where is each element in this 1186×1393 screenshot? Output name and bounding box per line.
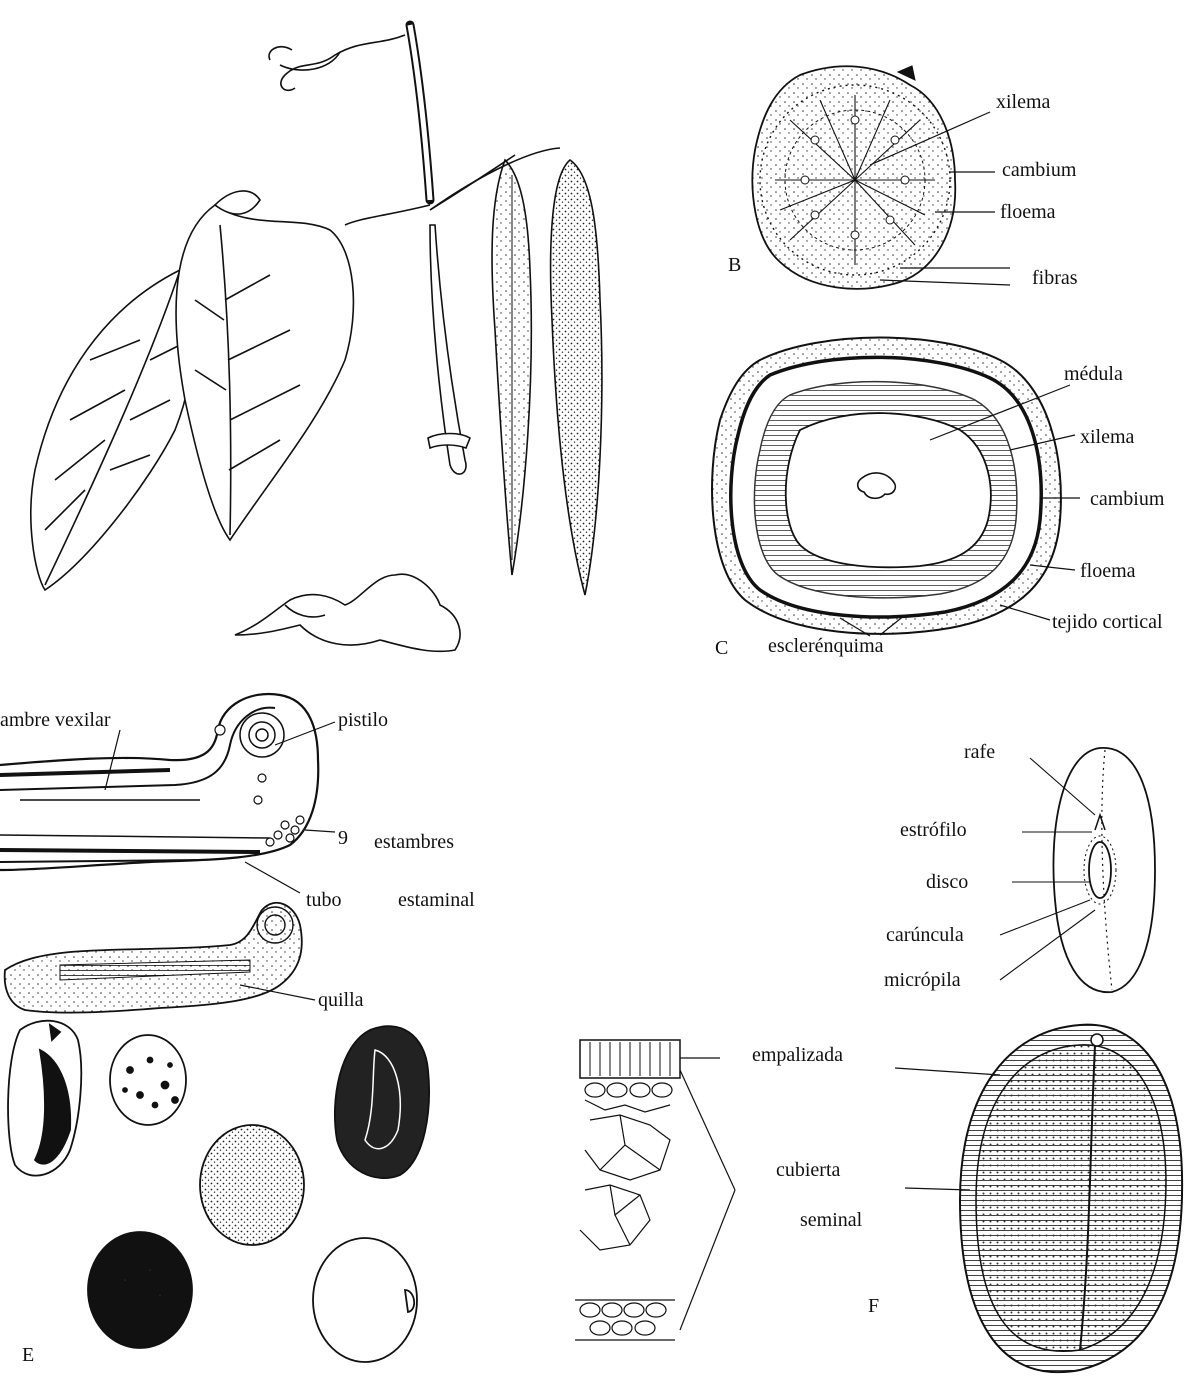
label-cambium-c: cambium [1090,489,1164,509]
keel-section [5,903,315,1013]
flower-bud [235,574,460,651]
seed-speckled [110,1035,186,1125]
seed-longitudinal-section [895,1025,1182,1372]
seed-coat-tissue [575,1040,735,1340]
label-floema-b: floema [1000,202,1056,222]
label-tejido-cortical-c: tejido cortical [1052,612,1163,632]
label-rafe: rafe [964,742,995,762]
plant-illustration [31,25,602,651]
label-tubo: tubo [306,890,342,910]
seed-stippled [200,1125,304,1245]
label-quilla: quilla [318,990,364,1010]
label-estambres-num: 9 [338,828,348,848]
seed-varieties [8,1021,429,1362]
label-medula-c: médula [1064,364,1123,384]
leaf-left [31,270,193,590]
panel-label-c: C [715,638,728,658]
label-pistilo: pistilo [338,710,388,730]
label-vexilar: ambre vexilar [0,710,111,730]
stem-section-b [752,66,1010,289]
label-esclerenquima-c: esclerénquima [768,636,884,656]
label-fibras-b: fibras [1032,268,1078,288]
label-estambres: estambres [374,832,454,852]
label-floema-c: floema [1080,561,1136,581]
label-cambium-b: cambium [1002,160,1076,180]
seed-external-view [1000,748,1155,992]
label-empalizada: empalizada [752,1045,843,1065]
pod-3 [551,160,602,595]
seed-white [313,1238,417,1362]
label-micropila: micrópila [884,970,961,990]
leaf-right [176,205,353,540]
panel-label-f: F [868,1296,879,1316]
label-disco: disco [926,872,968,892]
label-caruncula: carúncula [886,925,964,945]
panel-label-e: E [22,1345,34,1365]
label-cubierta: cubierta [776,1160,840,1180]
label-estrofilo: estrófilo [900,820,967,840]
panel-label-b: B [728,255,741,275]
label-estaminal: estaminal [398,890,475,910]
label-xilema-b: xilema [996,92,1050,112]
label-seminal: seminal [800,1210,862,1230]
stem-section-c [712,338,1080,637]
label-xilema-c: xilema [1080,427,1134,447]
seed-black [88,1232,192,1348]
